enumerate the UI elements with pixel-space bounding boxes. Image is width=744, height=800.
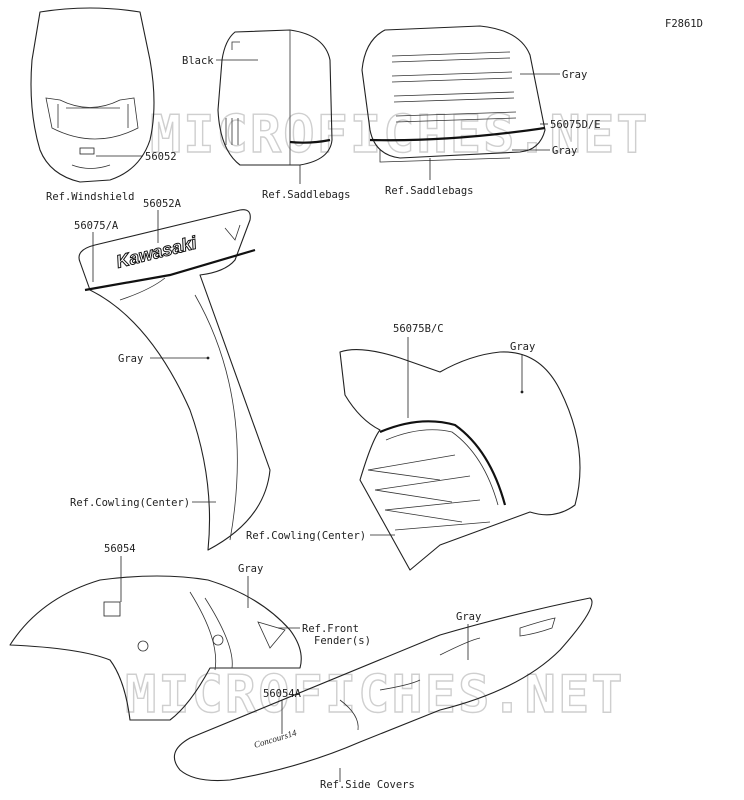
label-56054a: 56054A <box>263 688 302 700</box>
ref-saddlebags-2: Ref.Saddlebags <box>385 185 474 197</box>
label-gray-cowl-left: Gray <box>118 353 143 365</box>
ref-saddlebags-1: Ref.Saddlebags <box>262 189 351 201</box>
saddlebag-right-part[interactable] <box>361 25 546 163</box>
label-black: Black <box>182 55 214 67</box>
label-56075a: 56075/A <box>74 220 119 232</box>
label-gray-fender: Gray <box>238 563 263 575</box>
windshield-decal <box>79 147 95 155</box>
ref-windshield: Ref.Windshield <box>46 191 135 203</box>
watermark-top: MICROFICHES.NET <box>150 105 650 165</box>
concours-script: Concours14 <box>253 727 298 750</box>
ref-side-covers: Ref.Side Covers <box>320 779 415 791</box>
windshield-part[interactable] <box>30 7 155 183</box>
label-gray-cowl-right: Gray <box>510 341 535 353</box>
label-56052: 56052 <box>145 151 177 163</box>
kawasaki-logo: Kawasaki <box>114 232 199 271</box>
label-gray-sidecover: Gray <box>456 611 481 623</box>
label-56052a: 56052A <box>143 198 182 210</box>
ref-cowling-left: Ref.Cowling(Center) <box>70 497 190 509</box>
label-gray-saddlebag: Gray <box>562 69 587 81</box>
watermark-bottom: MICROFICHES.NET <box>125 665 625 725</box>
ref-cowling-right: Ref.Cowling(Center) <box>246 530 366 542</box>
ref-front-fender-1: Ref.Front <box>302 623 359 635</box>
label-gray-saddlebag-lower: Gray <box>552 145 577 157</box>
fender-decal <box>103 601 121 617</box>
cowling-center-right-part[interactable] <box>339 349 581 571</box>
front-fender-part[interactable] <box>9 575 302 721</box>
ref-front-fender-2: Fender(s) <box>314 635 371 647</box>
label-56054: 56054 <box>104 543 136 555</box>
figure-code: F2861D <box>665 18 703 30</box>
label-56075de: 56075D/E <box>550 119 601 131</box>
label-56075bc: 56075B/C <box>393 323 444 335</box>
